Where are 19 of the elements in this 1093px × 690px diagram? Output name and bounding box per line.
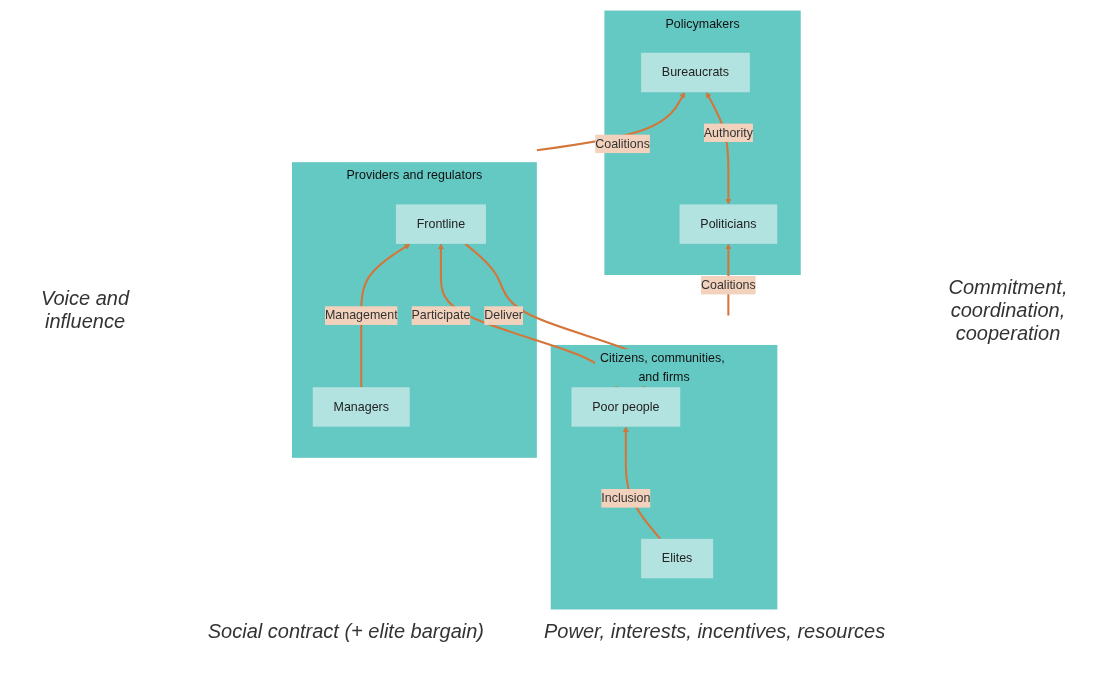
node-box: Bureaucrats — [641, 52, 750, 93]
node-box: Frontline — [396, 204, 487, 244]
note-text: Voice and influence — [39, 287, 131, 333]
caption: Power, interests, incentives, resources — [544, 620, 886, 643]
edge-label: Management — [325, 308, 398, 323]
node-box: Politicians — [679, 204, 778, 244]
node-box: Elites — [641, 538, 714, 579]
edge-label: Inclusion — [601, 491, 651, 505]
edge-label: Authority — [703, 125, 754, 140]
edge-label: Coalitions — [701, 277, 756, 292]
edge-label: Coalitions — [595, 136, 651, 151]
note-text: Social contract (+ elite bargain) — [207, 620, 484, 643]
node-box: Poor people — [571, 387, 681, 427]
arrow — [360, 243, 411, 388]
arrow — [622, 426, 662, 540]
edge-label: Participate — [411, 308, 471, 323]
edge-label: Deliver — [484, 308, 524, 323]
node-box: Managers — [312, 387, 410, 427]
note-text: Commitment, coordination, cooperation — [947, 275, 1069, 345]
